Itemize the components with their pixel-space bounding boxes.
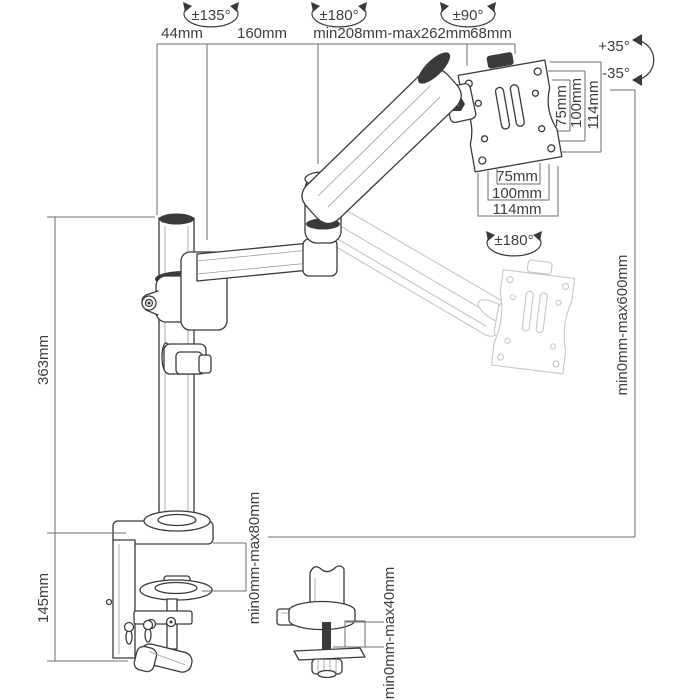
head-rotation-label: ±90° (453, 7, 484, 24)
cable-clip (161, 342, 212, 375)
pole-height-label: 363mm (35, 335, 52, 385)
ghost-vesa-plate (490, 259, 576, 375)
extension-arm (180, 238, 338, 331)
tilt-down-label: -35° (602, 65, 630, 82)
tilt-up-label: +35° (598, 38, 629, 55)
clamp-height-label: 145mm (35, 573, 52, 623)
elbow-rotation-arrow-icon (311, 2, 367, 28)
vesa-vertical-114-label: 114mm (585, 81, 602, 130)
grommet-mount (276, 565, 366, 679)
vesa-vertical-100-label: 100mm (568, 78, 585, 128)
gas-arm-dim-label: min208mm-max262mm (313, 25, 471, 42)
vesa-rotation-arrow-icon (486, 231, 542, 257)
extension-arm-dim-label: 160mm (237, 25, 287, 42)
head-rotation-arrow-icon (440, 2, 496, 28)
grommet-range-label: min0mm-max40mm (381, 567, 398, 700)
vesa-horizontal-75-label: 75mm (496, 168, 538, 185)
tilt-arrow-icon (632, 34, 655, 86)
base-rotation-arrow-icon (183, 2, 239, 28)
vesa-rotation-label: ±180° (494, 232, 533, 249)
elbow-rotation-label: ±180° (319, 7, 358, 24)
ghost-arm-lowered-position (314, 204, 576, 375)
dimension-lines (47, 43, 636, 662)
vesa-vertical-75-label: 75mm (553, 85, 570, 127)
dimension-labels: ±135° ±180° ±90° 44mm 160mm min208mm-max… (35, 7, 631, 699)
height-range-label: min0mm-max600mm (614, 255, 631, 396)
rotation-arrows (183, 2, 655, 257)
vesa-horizontal-114-label: 114mm (493, 201, 542, 218)
gas-spring-arm (301, 52, 462, 225)
desk-clamp (105, 510, 214, 673)
head-dim-label: 68mm (470, 25, 512, 42)
base-rotation-label: ±135° (191, 7, 230, 24)
vesa-horizontal-100-label: 100mm (492, 185, 542, 202)
clamp-range-label: min0mm-max80mm (246, 492, 263, 625)
offset-dim-label: 44mm (161, 25, 203, 42)
